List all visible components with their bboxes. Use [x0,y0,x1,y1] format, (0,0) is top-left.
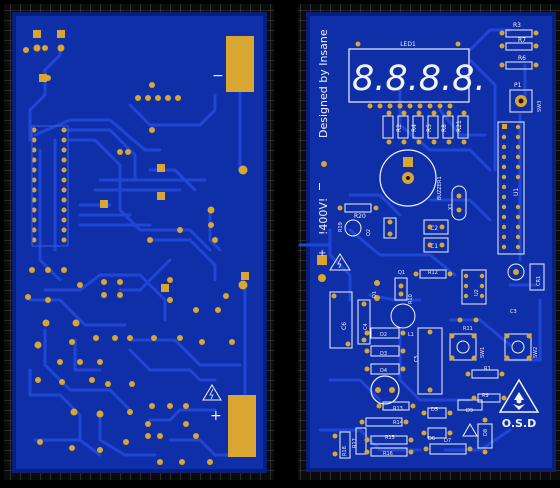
svg-text:+: + [318,248,326,259]
label-c5: C5 [414,355,420,362]
left-traces [28,46,247,457]
label-u2: U2 [474,289,480,296]
label-r8: R8 [441,124,448,132]
pad-plus [228,395,256,457]
electrolytic-capacitor [370,375,400,405]
left-ic-pads [33,30,249,292]
buzzer [379,149,437,207]
label-p1: P1 [514,82,522,89]
label-l1: L1 [408,332,414,338]
label-r4: R4 [411,124,418,132]
label-r10: R10 [408,294,414,304]
label-r19: R19 [338,222,344,232]
label-r12: R12 [428,270,438,276]
label-c2: C2 [430,225,438,232]
polarity-plus-label: + [210,408,222,424]
display-pins [355,41,461,109]
label-r20: R20 [354,213,366,220]
label-r1: R1 [484,366,491,372]
label-d7: D7 [444,438,451,444]
label-r21: R21 [456,120,463,132]
pad-minus [226,36,254,92]
left-round-pads [23,44,248,465]
warning-icon-right [329,253,351,271]
label-r3: R3 [513,22,521,29]
display-label: LED1 [400,41,416,48]
label-r7: R7 [518,37,526,44]
label-sw3: SW3 [537,101,543,112]
label-sw2: SW2 [533,347,539,358]
crystal [451,185,467,221]
label-c3: C3 [510,309,517,315]
label-c4: C4 [363,323,369,330]
label-buzzer: BUZZER1 [437,176,443,200]
designer-credit: Designed by Insane [317,29,330,138]
label-x1: X1 [448,203,454,210]
label-d9: D9 [466,408,473,414]
label-r16: R16 [383,451,393,457]
label-r11: R11 [463,326,473,332]
osd-logo [498,378,540,413]
label-d5: D5 [431,407,438,413]
label-r5: R5 [426,124,433,132]
voltage-warning: !400V! [317,198,330,235]
polarity-minus-label: − [212,68,224,84]
resistor-column-top [382,115,469,139]
label-d3: D3 [380,351,387,357]
u1-pins [501,124,521,250]
label-q2: Q2 [366,229,372,236]
label-r6: R6 [518,55,526,62]
label-r2: R2 [396,124,403,132]
warning-icon [202,384,222,401]
label-u1: U1 [513,188,520,196]
label-c6: C6 [341,322,348,330]
label-r17: R17 [352,438,358,448]
label-d1: D1 [372,291,378,298]
u1-ic [497,121,525,255]
seven-segment-display: LED1 8.8.8.8. [348,41,486,103]
label-r14: R14 [393,420,403,426]
label-c1: C1 [430,243,438,250]
resistors-top-right [499,29,539,113]
label-cr1: CR1 [536,276,542,286]
label-d2: D2 [380,332,387,338]
label-d4: D4 [380,368,387,374]
label-r9: R9 [482,393,489,399]
label-d6: D6 [428,436,435,442]
right-round-pads [331,110,532,457]
label-d8: D8 [483,429,489,436]
label-r15: R15 [385,435,395,441]
label-sw1: SW1 [480,347,486,358]
label-r18: R18 [342,446,348,456]
display-digits: 8.8.8.8. [352,59,486,99]
right-panel: LED1 8.8.8.8. Designed by Insane !400V! … [298,4,560,480]
left-panel: − + [4,4,274,480]
logo-text: O.S.D [502,417,537,430]
svg-text:I: I [318,182,321,193]
label-r13: R13 [393,406,403,412]
label-q1: Q1 [398,270,405,276]
